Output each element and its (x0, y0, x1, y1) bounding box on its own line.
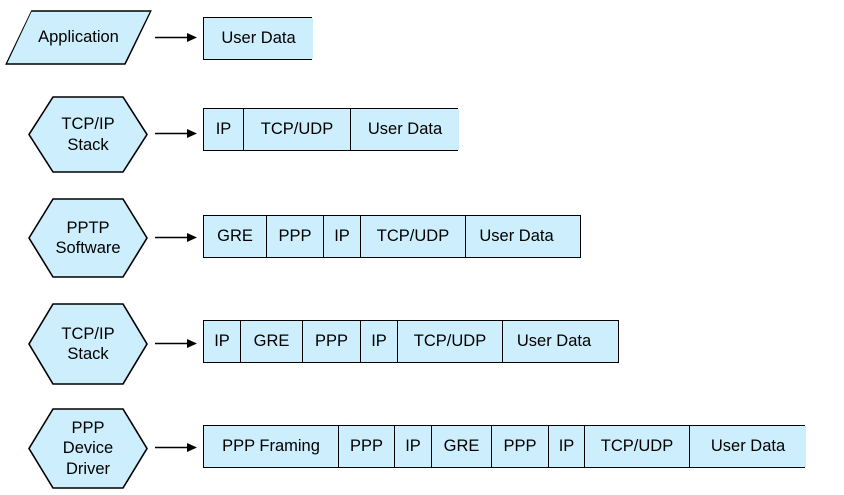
hexagon-icon (28, 408, 148, 489)
stage-shape-pptp-software: PPTP Software (28, 198, 148, 278)
stage-shape-tcp-ip-stack-1: TCP/IP Stack (28, 96, 148, 173)
packet-field: TCP/UDP (361, 216, 466, 257)
packet-field: User Data (351, 109, 459, 150)
packet-field: User Data (690, 426, 806, 467)
packet-field: GRE (432, 426, 492, 467)
right-arrow-icon (155, 339, 197, 348)
stage-shape-application: Application (5, 10, 152, 65)
packet-field: IP (324, 216, 361, 257)
right-arrow-icon (155, 33, 197, 42)
packet-field: User Data (204, 18, 313, 59)
packet-field: PPP Framing (204, 426, 339, 467)
right-arrow-icon (155, 233, 197, 242)
packet-field: IP (361, 321, 398, 362)
stage-shape-tcp-ip-stack-2: TCP/IP Stack (28, 303, 148, 385)
packet-field: TCP/UDP (244, 109, 351, 150)
parallelogram-icon (5, 10, 152, 65)
right-arrow-icon (155, 443, 197, 452)
hexagon-icon (28, 198, 148, 278)
stage-shape-ppp-device-driver: PPP Device Driver (28, 408, 148, 489)
packet-field: GRE (241, 321, 303, 362)
packet-field: User Data (503, 321, 605, 362)
packet-field: PPP (267, 216, 324, 257)
packet-field: GRE (204, 216, 267, 257)
hexagon-icon (28, 303, 148, 385)
packet-field: IP (549, 426, 585, 467)
packet-strip-application: User Data (203, 17, 313, 60)
packet-field: PPP (303, 321, 361, 362)
packet-field: PPP (492, 426, 549, 467)
hexagon-icon (28, 96, 148, 173)
packet-field: PPP (339, 426, 395, 467)
packet-field: User Data (466, 216, 567, 257)
packet-field: IP (204, 109, 244, 150)
packet-field: IP (204, 321, 241, 362)
packet-field: TCP/UDP (585, 426, 690, 467)
right-arrow-icon (155, 129, 197, 138)
packet-field: IP (395, 426, 432, 467)
packet-field: TCP/UDP (398, 321, 503, 362)
